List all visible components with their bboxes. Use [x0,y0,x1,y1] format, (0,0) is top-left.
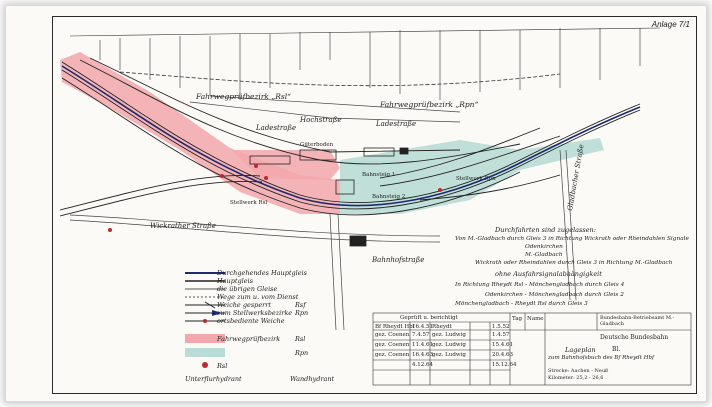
notes-line: Wickrath oder Rheindahlen durch Gleis 3 … [475,260,673,266]
district-label-rsl: Fahrwegprüfbezirk „Rsl“ [196,92,291,101]
platform-label: Bahnsteig 2 [372,194,406,200]
main-tracks [61,65,641,207]
office-label: Bundesbahn-Betriebsamt M.-Gladbach [600,315,675,327]
review-cell: Rheydt [432,324,452,330]
sheet-number: Bl. [612,346,621,353]
review-header: Geprüft u. berichtigt [400,315,458,321]
review-cell: 1.4.57 [492,332,510,338]
review-cell: 16.4.51 [412,324,433,330]
col-name: Name [527,316,544,322]
review-cell: 20.4.63 [492,352,513,358]
district-rsl-area-2 [232,150,340,180]
notes-line: Mönchengladbach - Rheydt Rsl durch Gleis… [455,301,588,307]
notes-line: M.-Gladbach [525,252,563,258]
review-cell: gez. Coenen [375,332,410,338]
legend: Durchgehendes Hauptgleis Hauptgleis die … [165,268,365,388]
annex-label: Anlage 7/1 [651,20,690,29]
legend-code: Rsl [295,335,306,343]
drawing-frame [52,16,697,394]
legend-item: Wege zum u. vom Dienst [217,293,299,301]
street-label: Wickrather Straße [150,222,216,230]
street-label: Ladestraße [376,120,417,128]
signal-box-label: Stellwerk Rpn [456,176,496,182]
signals [108,164,442,232]
review-cell: 7.4.57 [412,332,430,338]
title-block-grid [372,312,692,386]
legend-item: Rsl [217,362,228,370]
legend-item: Durchgehendes Hauptgleis [217,269,307,277]
roads [69,95,577,331]
legend-item: Weiche gesperrt [217,301,271,309]
district-rsl-area [60,52,340,214]
legend-item: zum Stellwerksbezirke [217,309,293,317]
km-ticks [69,27,661,100]
notes-line: ohne Ausfahrsignalabhängigkeit [495,270,602,278]
legend-item: Fahrwegprüfbezirk [217,335,281,343]
col-tag: Tag [512,316,523,322]
district-boundary [119,71,561,87]
review-cell: 4.12.64 [412,362,433,368]
building-label: Güterboden [300,142,334,148]
legend-code: Rpn [295,309,309,317]
street-label: Hochstraße [300,116,342,124]
review-cell: gez. Coenen [375,342,410,348]
notes-heading: Durchfahrten sind zugelassen: [495,226,596,234]
legend-item: Wandhydrant [290,375,335,383]
notes-line: Von M.-Gladbach durch Gleis 3 in Richtun… [455,236,689,242]
review-cell: gez. Coenen [375,352,410,358]
notes-line: In Richtung Rheydt Rsl - Mönchengladbach… [455,282,625,288]
review-cell: 1.5.52 [492,324,510,330]
legend-item: Hauptgleis [217,277,254,285]
legend-code: Rpn [295,349,309,357]
plan-subtitle: zum Bahnhofsbuch des Bf Rheydt Hbf [548,355,655,361]
review-cell: gez. Ludwig [432,352,466,358]
plan-title: Lageplan [565,346,596,354]
review-cell: 11.4.61 [412,342,433,348]
legend-item: die übrigen Gleise [217,285,278,293]
km-label: Kilometer: 25,2 - 26,6 [548,375,604,381]
district-label-rpn: Fahrwegprüfbezirk „Rpn“ [380,100,479,109]
review-cell: gez. Ludwig [432,332,466,338]
review-cell: Bf Rheydt Hbf [375,324,415,330]
legend-item: ortsbediente Weiche [217,317,285,325]
legend-item: Unterflurhydrant [185,375,242,383]
legend-symbols [185,272,225,368]
legend-code: Rsf [295,301,306,309]
authority-label: Deutsche Bundesbahn [600,334,669,341]
notes-line: Odenkirchen - Mönchengladbach durch Glei… [485,292,624,298]
review-cell: 15.4.61 [492,342,513,348]
review-cell: 16.4.63 [412,352,433,358]
notes-line: Odenkirchen [525,244,563,250]
street-label: Ladestraße [256,124,297,132]
buildings [249,147,409,247]
platform-label: Bahnsteig 1 [362,172,396,178]
review-cell: gez. Ludwig [432,342,466,348]
signal-box-label: Stellwerk Rsl [230,200,268,206]
review-cell: 15.12.64 [492,362,517,368]
route-label: Strecke: Aachen - Neuß [548,368,609,374]
street-label: Bahnhofstraße [372,256,425,264]
